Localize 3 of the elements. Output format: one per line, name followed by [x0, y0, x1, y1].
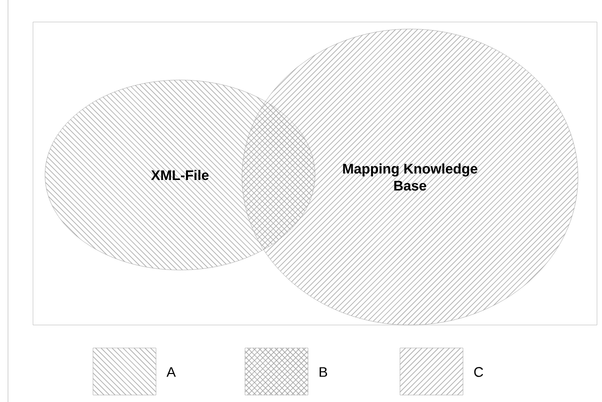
legend-label: B [320, 367, 328, 377]
legend-label: A [166, 367, 176, 377]
legend-label: C [474, 367, 484, 377]
